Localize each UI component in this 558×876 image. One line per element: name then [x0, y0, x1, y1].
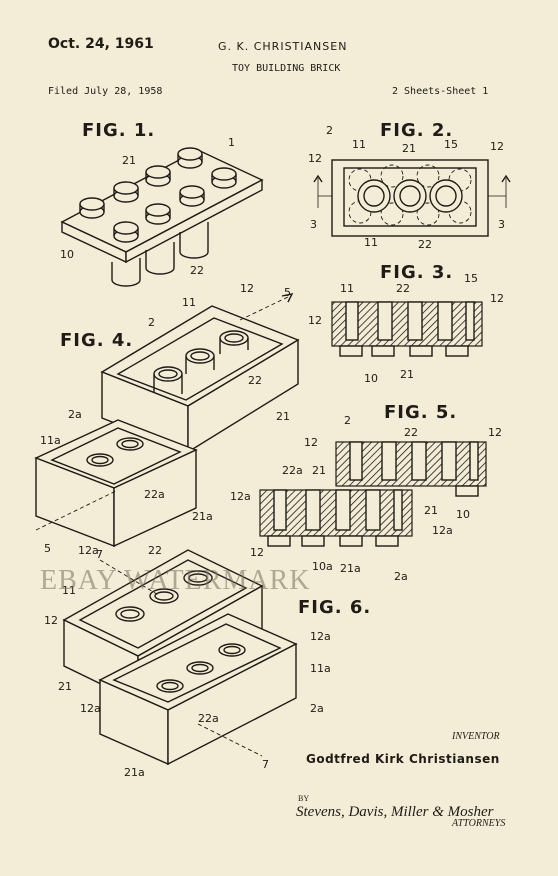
ref-label: 11	[364, 236, 378, 249]
ref-label: 22a	[282, 464, 303, 477]
ref-label: 21	[402, 142, 416, 155]
ref-label: 7	[96, 548, 103, 561]
inventor-label: INVENTOR	[452, 731, 500, 742]
fig5-title: FIG. 5.	[384, 402, 458, 423]
ref-label: 12	[490, 140, 504, 153]
ref-label: 12a	[432, 524, 453, 537]
ref-label: 21	[424, 504, 438, 517]
ref-label: 10	[456, 508, 470, 521]
ref-label: 2a	[394, 570, 408, 583]
ref-label: 21a	[124, 766, 145, 779]
patent-title: TOY BUILDING BRICK	[232, 63, 341, 74]
ref-label: 22	[404, 426, 418, 439]
attorneys-signature: Stevens, Davis, Miller & Mosher	[296, 804, 494, 820]
fig1-drawing	[60, 147, 264, 287]
ref-label: 10	[364, 372, 378, 385]
ref-label: 2	[148, 316, 155, 329]
ref-label: 15	[464, 272, 478, 285]
ref-label: 7	[262, 758, 269, 771]
ref-label: 12	[240, 282, 254, 295]
ref-label: 11	[340, 282, 354, 295]
ref-label: 11a	[40, 434, 61, 447]
watermark-text: EBAY WATERMARK	[40, 565, 311, 596]
ref-label: 3	[310, 218, 317, 231]
ref-label: 21	[400, 368, 414, 381]
fig2-title: FIG. 2.	[380, 120, 454, 141]
ref-label: 5	[284, 286, 291, 299]
fig1-studs	[79, 147, 237, 243]
ref-label: 5	[44, 542, 51, 555]
ref-label: 21	[276, 410, 290, 423]
fig2-drawing	[313, 159, 511, 237]
fig5-drawing	[259, 441, 487, 547]
inventor-header: G. K. CHRISTIANSEN	[218, 40, 348, 53]
ref-label: 12	[250, 546, 264, 559]
ref-label: 2a	[68, 408, 82, 421]
ref-label: 12a	[78, 544, 99, 557]
ref-label: 15	[444, 138, 458, 151]
ref-label: 21a	[340, 562, 361, 575]
ref-label: 22	[190, 264, 204, 277]
fig6-title: FIG. 6.	[298, 597, 372, 618]
fig4-title: FIG. 4.	[60, 330, 134, 351]
ref-label: 22	[418, 238, 432, 251]
ref-label: 12	[44, 614, 58, 627]
ref-label: 2a	[310, 702, 324, 715]
ref-label: 22	[148, 544, 162, 557]
ref-label: 21	[122, 154, 136, 167]
ref-label: 2	[344, 414, 351, 427]
patent-date: Oct. 24, 1961	[48, 36, 154, 52]
ref-label: 10	[60, 248, 74, 261]
fig1-title: FIG. 1.	[82, 120, 156, 141]
ref-label: 22a	[198, 712, 219, 725]
filed-date: Filed July 28, 1958	[48, 86, 163, 97]
fig4-drawing	[34, 293, 300, 548]
ref-label: 22a	[144, 488, 165, 501]
ref-label: 10a	[312, 560, 333, 573]
ref-label: 11	[182, 296, 196, 309]
ref-label: 11a	[310, 662, 331, 675]
by-label: BY	[298, 794, 310, 803]
ref-label: 12	[488, 426, 502, 439]
fig3-drawing	[331, 301, 483, 357]
ref-label: 12a	[310, 630, 331, 643]
attorneys-label: ATTORNEYS	[452, 818, 506, 829]
ref-label: 1	[228, 136, 235, 149]
fig1-tubes	[111, 222, 209, 287]
ref-label: 22	[248, 374, 262, 387]
ref-label: 22	[396, 282, 410, 295]
ref-label: 12a	[80, 702, 101, 715]
inventor-name: Godtfred Kirk Christiansen	[306, 752, 500, 766]
ref-label: 12a	[230, 490, 251, 503]
fig3-title: FIG. 3.	[380, 262, 454, 283]
ref-label: 12	[308, 314, 322, 327]
ref-label: 11	[62, 584, 76, 597]
ref-label: 3	[498, 218, 505, 231]
ref-label: 12	[304, 436, 318, 449]
sheet-count: 2 Sheets-Sheet 1	[392, 86, 489, 97]
ref-label: 21	[58, 680, 72, 693]
fig6-drawing	[62, 549, 298, 766]
ref-label: 2	[326, 124, 333, 137]
ref-label: 12	[490, 292, 504, 305]
ref-label: 11	[352, 138, 366, 151]
ref-label: 21	[312, 464, 326, 477]
ref-label: 12	[308, 152, 322, 165]
ref-label: 21a	[192, 510, 213, 523]
